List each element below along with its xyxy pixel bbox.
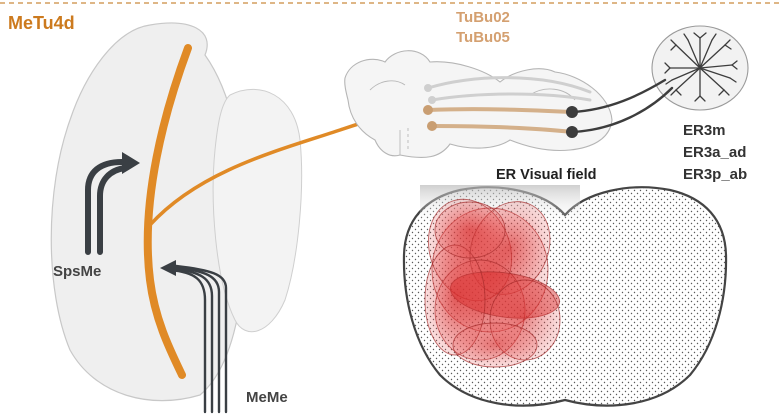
tubu-faded-node — [424, 84, 432, 92]
tubu-faded-node — [428, 96, 436, 104]
er3p-ab-label: ER3p_ab — [683, 165, 747, 185]
spsme-label: SpsMe — [53, 263, 101, 280]
tubu-node — [427, 121, 437, 131]
central-complex-outline — [345, 51, 612, 158]
meme-label: MeMe — [246, 389, 288, 406]
er-soma — [566, 126, 578, 138]
metu4d-label: MeTu4d — [8, 13, 75, 34]
er3m-label: ER3m — [683, 121, 726, 141]
tubu05-label: TuBu05 — [456, 28, 510, 47]
receptive-fields — [415, 187, 565, 367]
tubu02-label: TuBu02 — [456, 8, 510, 27]
receptive-field — [453, 323, 537, 367]
er3a-ad-label: ER3a_ad — [683, 143, 746, 163]
receptive-field — [435, 202, 505, 258]
er-soma — [566, 106, 578, 118]
er-visual-field-title: ER Visual field — [496, 167, 596, 183]
tubu-node — [423, 105, 433, 115]
